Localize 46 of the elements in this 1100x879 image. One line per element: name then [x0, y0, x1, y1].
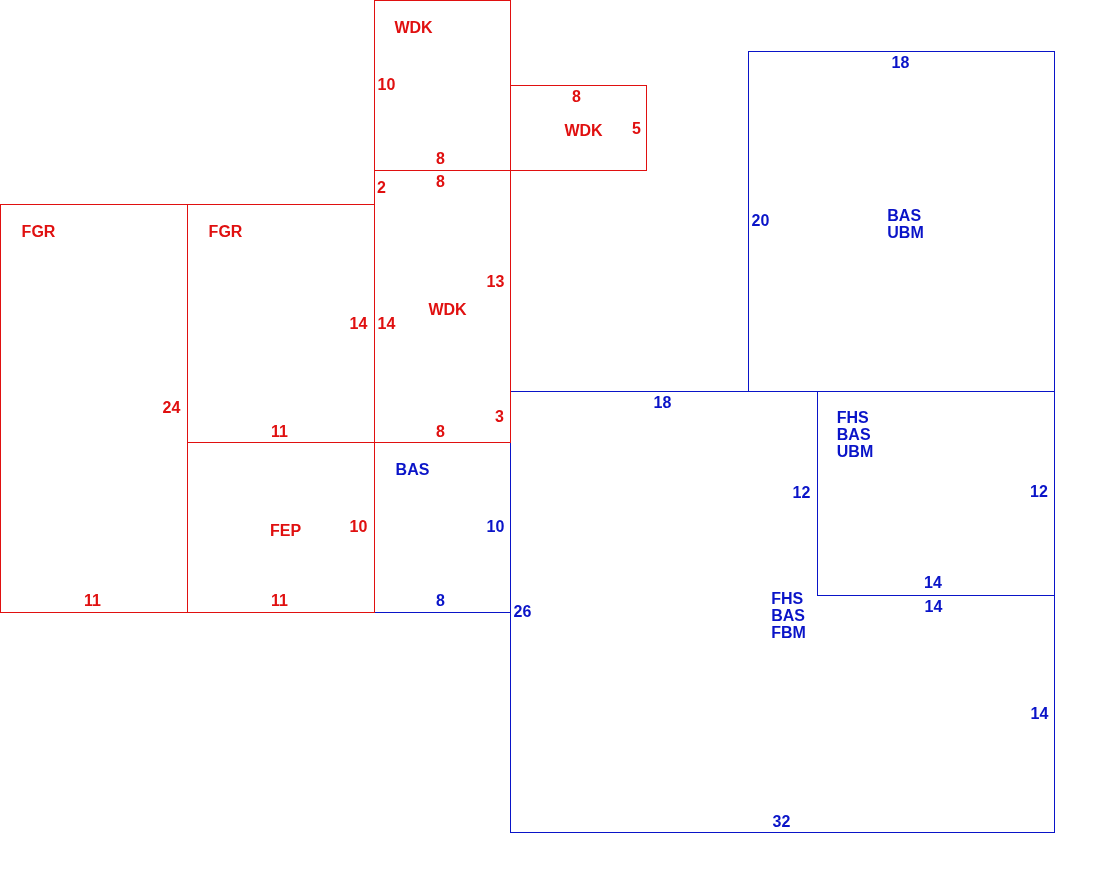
room-outline: [374, 0, 511, 171]
room-label: WDK: [428, 300, 467, 317]
dimension-label: 11: [271, 422, 288, 439]
dimension-label: 14: [924, 597, 943, 614]
dimension-label: 11: [84, 591, 101, 608]
room-label: BAS UBM: [887, 206, 924, 241]
dimension-label: 14: [349, 314, 368, 331]
room-label: BAS: [395, 460, 430, 477]
room-label: FHS BAS FBM: [771, 589, 806, 640]
room-label: FHS BAS UBM: [836, 408, 874, 460]
dimension-label: 2: [377, 178, 386, 195]
dimension-label: 8: [572, 87, 581, 104]
room-label: FGR: [208, 222, 243, 239]
dimension-label: 5: [632, 119, 641, 136]
dimension-label: 8: [436, 591, 445, 608]
dimension-label: 32: [772, 812, 791, 829]
room-outline: [0, 204, 188, 613]
room-outline: [748, 51, 1055, 392]
room-label: WDK: [564, 121, 603, 138]
dimension-label: 8: [436, 172, 445, 189]
dimension-label: 18: [891, 53, 910, 70]
room-outline: [187, 442, 375, 613]
dimension-label: 8: [436, 149, 445, 166]
dimension-label: 14: [377, 314, 396, 331]
dimension-label: 10: [486, 517, 505, 534]
dimension-label: 24: [162, 398, 181, 415]
room-outline: [374, 170, 511, 443]
dimension-label: 13: [486, 272, 505, 289]
room-outline: [510, 85, 647, 171]
room-outline: [816, 390, 1055, 596]
dimension-label: 20: [751, 211, 770, 228]
dimension-label: 12: [792, 483, 811, 500]
dimension-label: 18: [653, 393, 672, 410]
room-outline: [510, 391, 1055, 833]
dimension-label: 26: [513, 602, 532, 619]
dimension-label: 10: [349, 517, 368, 534]
dimension-label: 12: [1030, 482, 1048, 500]
dimension-label: 3: [495, 407, 504, 424]
dimension-label: 10: [377, 75, 396, 92]
dimension-label: 11: [271, 591, 288, 608]
dimension-label: 8: [436, 422, 445, 439]
dimension-label: 14: [924, 573, 942, 591]
room-label: WDK: [394, 18, 433, 35]
room-label: FGR: [21, 222, 56, 239]
room-label: FEP: [269, 521, 302, 538]
dimension-label: 14: [1030, 704, 1049, 721]
